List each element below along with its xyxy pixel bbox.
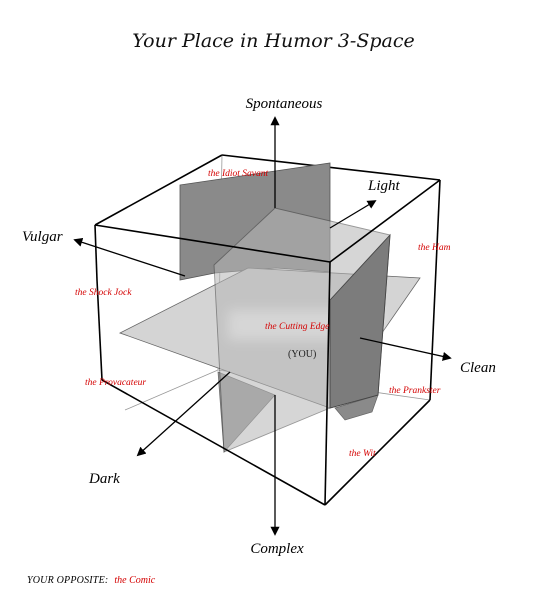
axis-label-complex: Complex xyxy=(250,541,304,557)
region-shock-jock: the Shock Jock xyxy=(75,288,132,298)
page-title: Your Place in Humor 3-Space xyxy=(132,30,415,52)
axis-label-clean: Clean xyxy=(460,360,496,376)
cube-back-edges xyxy=(94,154,441,401)
axes xyxy=(73,116,452,536)
your-opposite: YOUR OPPOSITE: the Comic xyxy=(27,575,155,586)
vertical-plane-front-right xyxy=(329,233,391,409)
axis-label-vulgar: Vulgar xyxy=(22,229,63,245)
your-opposite-value: the Comic xyxy=(114,575,156,586)
axis-dark xyxy=(136,371,231,457)
region-cutting-edge: the Cutting Edge xyxy=(265,322,329,332)
axis-light xyxy=(329,200,377,229)
cube-front-edges xyxy=(94,179,441,506)
axis-label-dark: Dark xyxy=(88,471,120,487)
region-prankster: the Prankster xyxy=(389,386,441,396)
you-marker: (YOU) xyxy=(288,349,316,360)
your-opposite-label: YOUR OPPOSITE: xyxy=(27,575,109,586)
region-idiot-savant: the Idiot Savant xyxy=(208,169,269,179)
axis-label-light: Light xyxy=(367,178,401,194)
region-wit: the Wit xyxy=(349,449,376,459)
axis-label-spontaneous: Spontaneous xyxy=(246,96,323,112)
axis-vulgar xyxy=(73,237,186,277)
region-provacateur: the Provacateur xyxy=(85,378,146,388)
axis-clean xyxy=(359,337,452,361)
region-ham: the Ham xyxy=(418,243,451,253)
